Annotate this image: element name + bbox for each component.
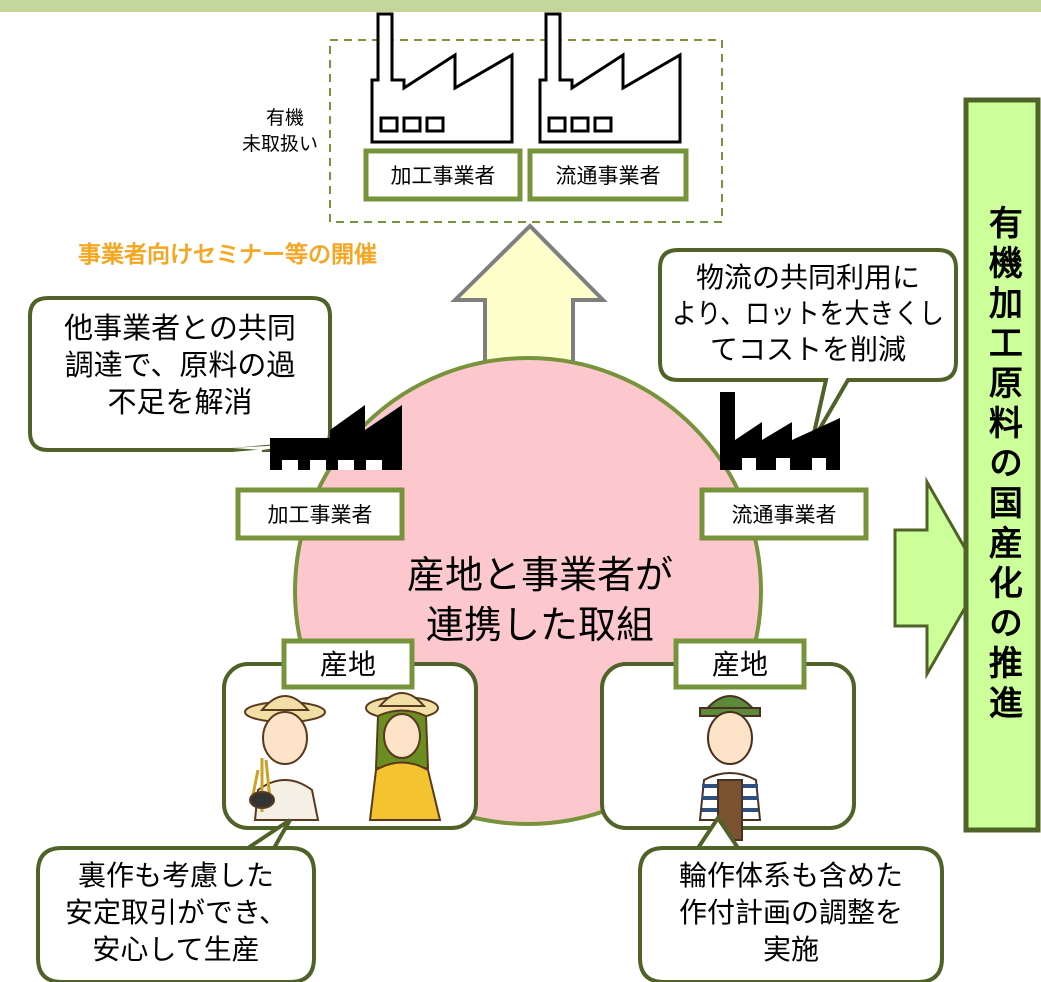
callout-processor-line3: 不足を解消 (107, 385, 252, 419)
seminar-note: 事業者向けセミナー等の開催 (78, 241, 377, 268)
farmer-young-icon (698, 695, 762, 841)
excluded-label-line2: 未取扱い (242, 133, 318, 155)
excluded-processor-text: 加工事業者 (391, 164, 496, 188)
callout-processor-line1: 他事業者との共同 (64, 311, 296, 345)
farm-left-label-box (281, 638, 415, 690)
header-bar (0, 0, 1041, 12)
callout-distributor-bubble (658, 248, 958, 444)
excluded-distributor-text: 流通事業者 (556, 164, 661, 188)
callout-distributor-line1: 物流の共同利用に (696, 261, 920, 294)
callout-farm-right-line2: 作付計画の調整を (679, 896, 903, 929)
result-banner (963, 97, 1041, 833)
right-arrow (893, 476, 984, 680)
excluded-distributor-box (527, 148, 689, 202)
callout-distributor-line3: てコストを削減 (710, 333, 906, 366)
center-text-line1: 産地と事業者が (407, 553, 673, 597)
callout-processor-line2: 調達で、原料の過 (65, 348, 296, 382)
excluded-processor-box (363, 148, 523, 202)
result-banner-text: 有機加工原料の国産化の推進 (982, 205, 1023, 725)
farm-left-label: 産地 (320, 648, 376, 681)
excluded-group-frame (329, 39, 723, 223)
callout-farm-left-line3: 安心して生産 (92, 933, 259, 966)
farm-right-label: 産地 (712, 648, 768, 681)
farm-right-label-box (673, 638, 807, 690)
callout-distributor-line2: より、ロットを大きくし (672, 297, 944, 330)
callout-farm-right-line3: 実施 (763, 933, 819, 966)
factory-outline-icon (538, 12, 682, 144)
distributor-box (699, 487, 869, 541)
processor-box (235, 487, 405, 541)
processor-text: 加工事業者 (268, 503, 373, 527)
factory-solid-icon (720, 392, 840, 470)
callout-farm-left-line2: 安定取引ができ、 (65, 896, 287, 929)
farmer-woman-icon (365, 692, 442, 821)
farmer-man-icon (244, 695, 326, 821)
center-text-line2: 連携した取組 (426, 603, 654, 647)
up-arrow (450, 223, 608, 387)
factory-outline-icon (370, 12, 514, 144)
distributor-text: 流通事業者 (732, 503, 837, 527)
callout-farm-right-line1: 輪作体系も含めた (679, 859, 903, 892)
factory-solid-icon (270, 405, 402, 470)
callout-farm-left-line1: 裏作も考慮した (78, 859, 274, 892)
excluded-label-line1: 有機 (266, 107, 304, 129)
